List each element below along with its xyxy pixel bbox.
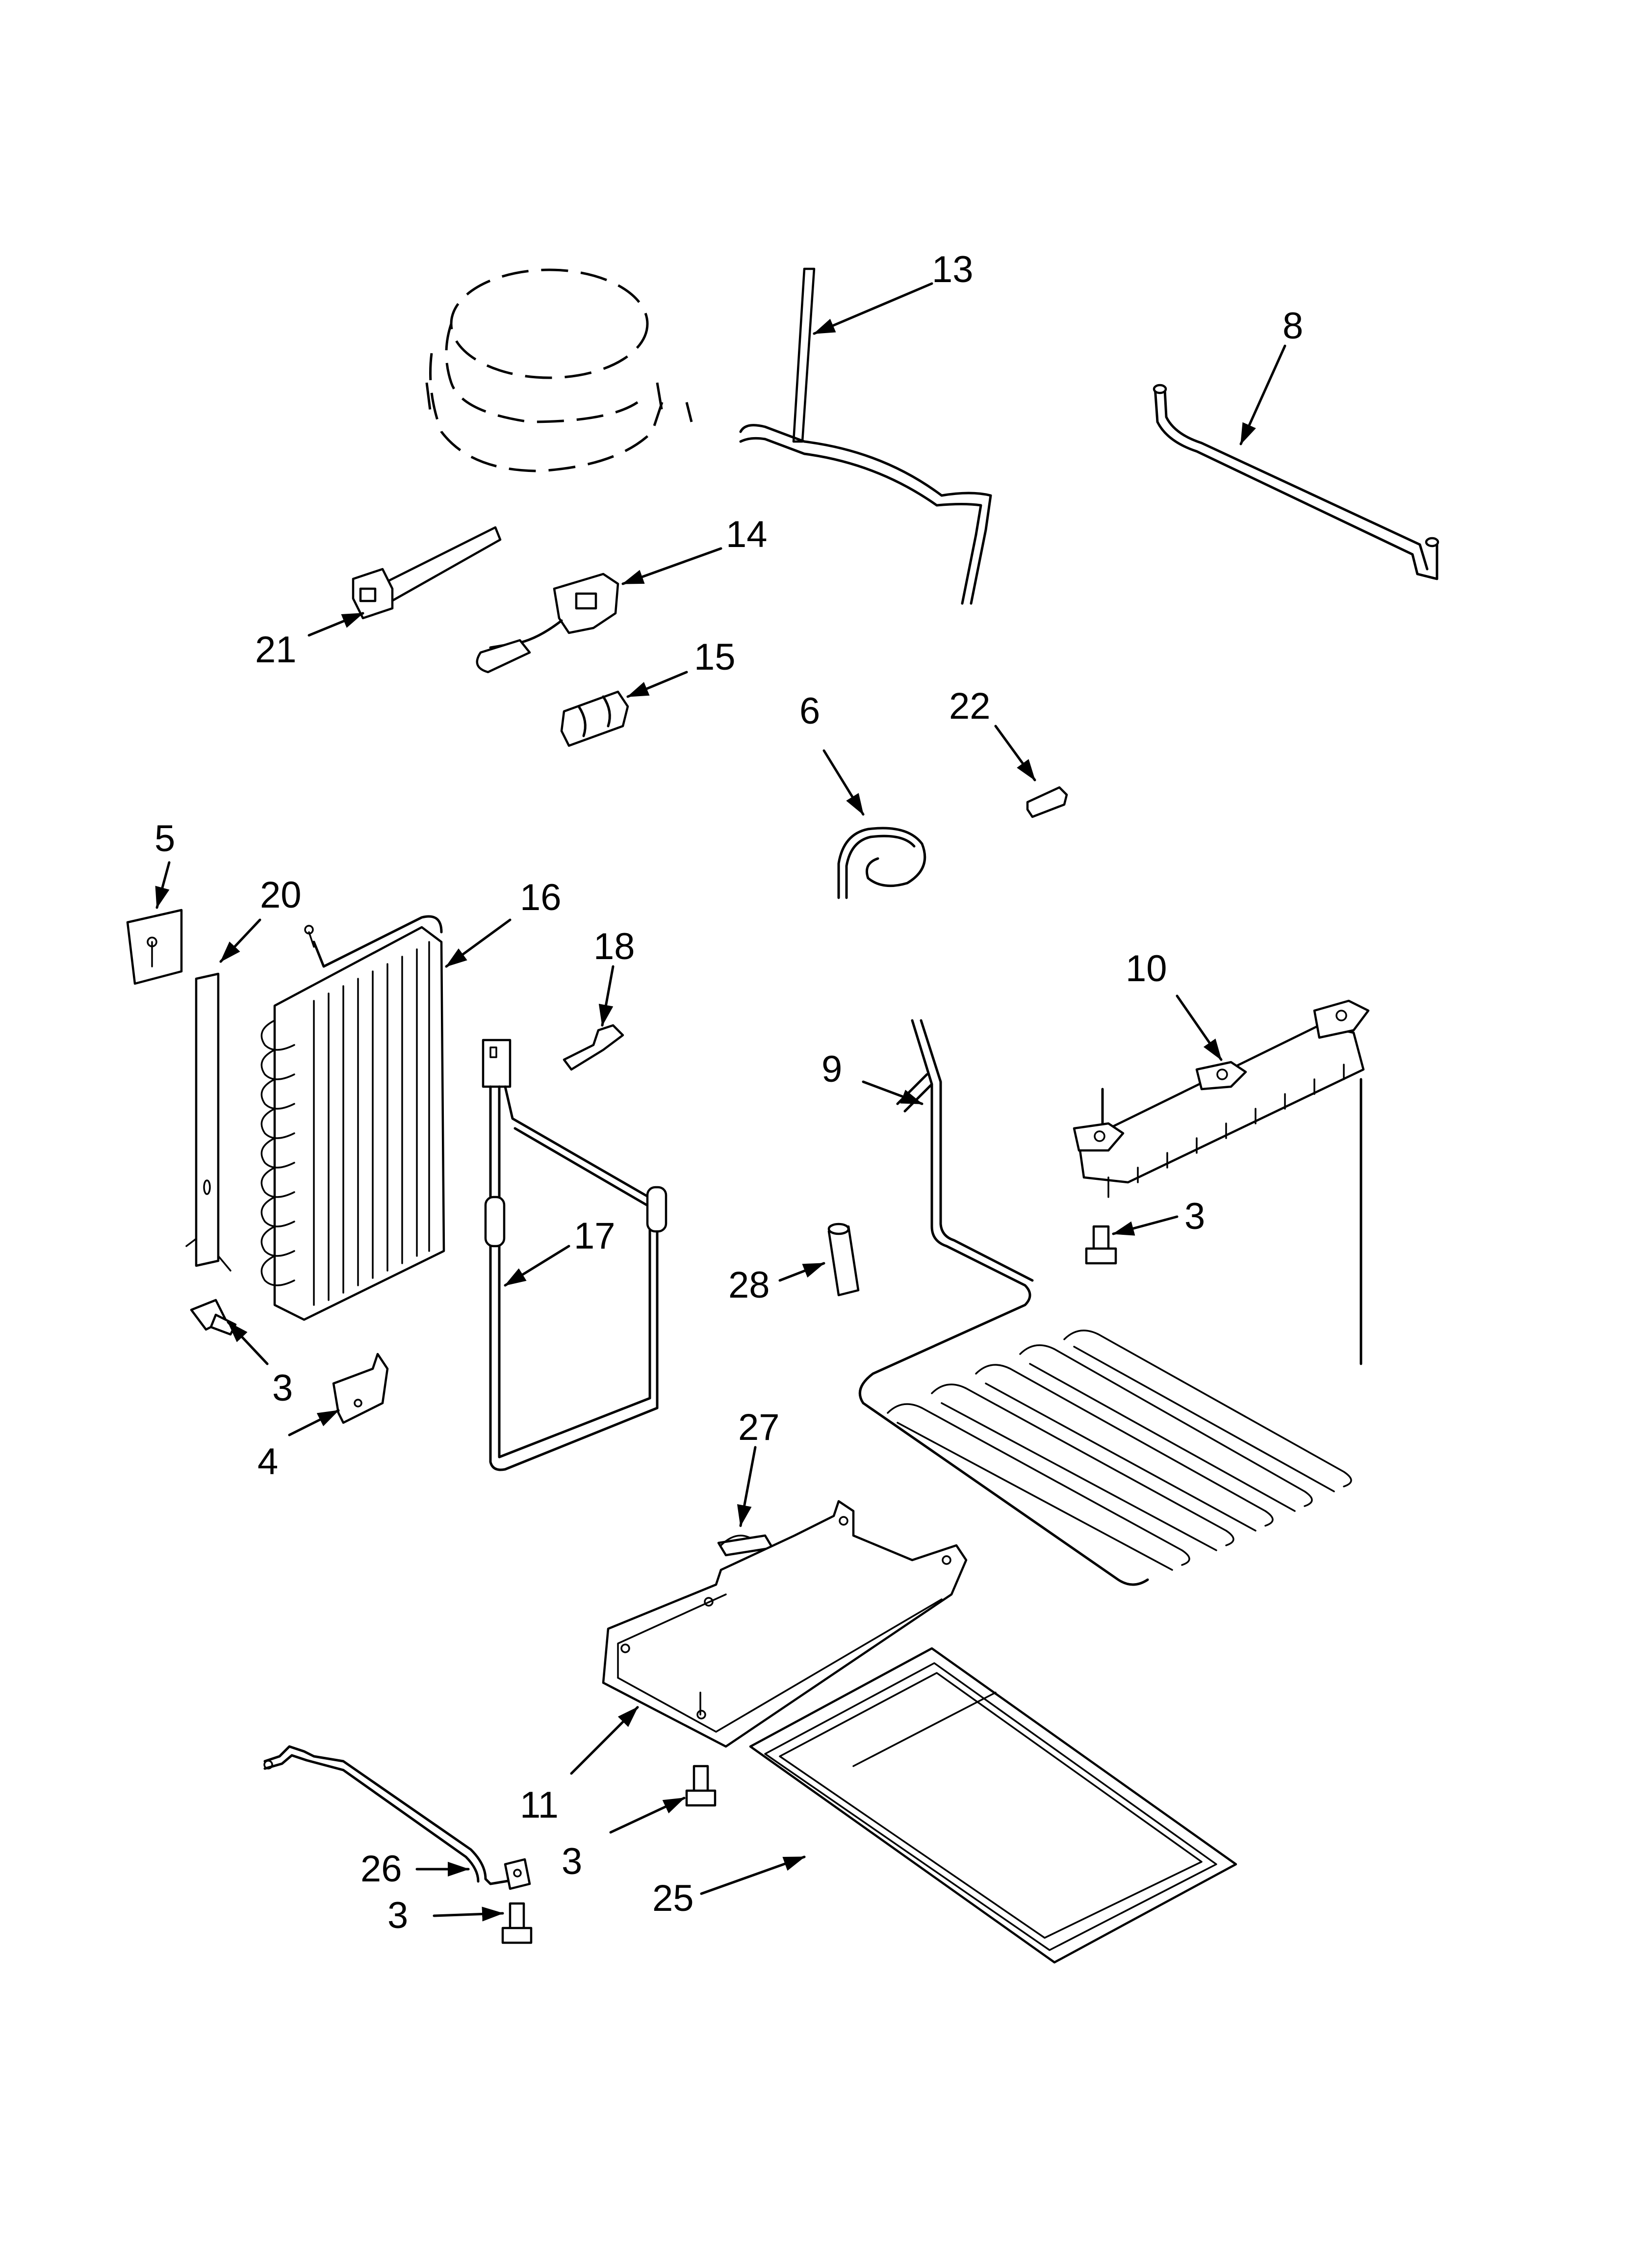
part-3-screw-d [501, 1902, 533, 1944]
part-18-bracket [563, 1024, 624, 1071]
callout-15: 15 [694, 636, 736, 678]
part-25-drip-tray [749, 1647, 1237, 1964]
part-3-screw-c [685, 1765, 717, 1807]
callout-27: 27 [738, 1407, 780, 1448]
callout-22: 22 [949, 685, 991, 727]
part-5-plate [126, 909, 183, 985]
callout-labels: 13 8 14 21 15 6 22 5 20 16 18 10 9 3 17 … [154, 249, 1303, 1936]
part-9-defrost-heater [858, 1019, 1352, 1586]
callout-25: 25 [652, 1877, 694, 1919]
part-13-tube [739, 267, 992, 605]
part-16-evaporator [260, 915, 445, 1321]
callout-3-b: 3 [272, 1367, 293, 1409]
part-11-drain-trough [602, 1500, 968, 1748]
callout-21: 21 [255, 629, 297, 671]
part-3-screw-a [1085, 1225, 1117, 1265]
part-4-clip [332, 1353, 389, 1424]
part-28-sleeve [827, 1223, 860, 1297]
compressor-outline [425, 268, 693, 472]
callout-11: 11 [520, 1784, 559, 1826]
part-15-clip [560, 690, 629, 747]
part-22-small-clip [1026, 786, 1068, 818]
callout-14: 14 [726, 514, 768, 555]
callout-6: 6 [799, 690, 820, 732]
callout-8: 8 [1283, 305, 1303, 347]
leader-lines [155, 282, 1286, 1922]
callout-20: 20 [260, 874, 302, 916]
callout-9: 9 [821, 1048, 842, 1090]
callout-13: 13 [932, 249, 974, 290]
callout-4: 4 [257, 1441, 278, 1483]
part-10-rail [1073, 999, 1370, 1365]
part-14-sensor-plug [476, 573, 619, 674]
callout-16: 16 [520, 877, 562, 918]
callout-26: 26 [360, 1848, 402, 1890]
callout-3-a: 3 [1184, 1196, 1205, 1237]
callout-5: 5 [154, 818, 175, 860]
callout-28: 28 [728, 1264, 770, 1306]
callout-3-d: 3 [387, 1895, 408, 1936]
part-21-cable-tie [352, 526, 502, 620]
part-17-heater-loop [482, 1039, 667, 1471]
callout-17: 17 [574, 1215, 616, 1257]
part-3-screw-b [190, 1299, 237, 1336]
part-26-bracket [263, 1745, 531, 1890]
part-20-strip [185, 972, 231, 1272]
part-8-tube [1153, 384, 1439, 580]
part-6-coiled-tube [837, 827, 926, 899]
callout-3-c: 3 [562, 1841, 582, 1882]
callout-18: 18 [593, 926, 635, 967]
callout-10: 10 [1126, 948, 1167, 990]
